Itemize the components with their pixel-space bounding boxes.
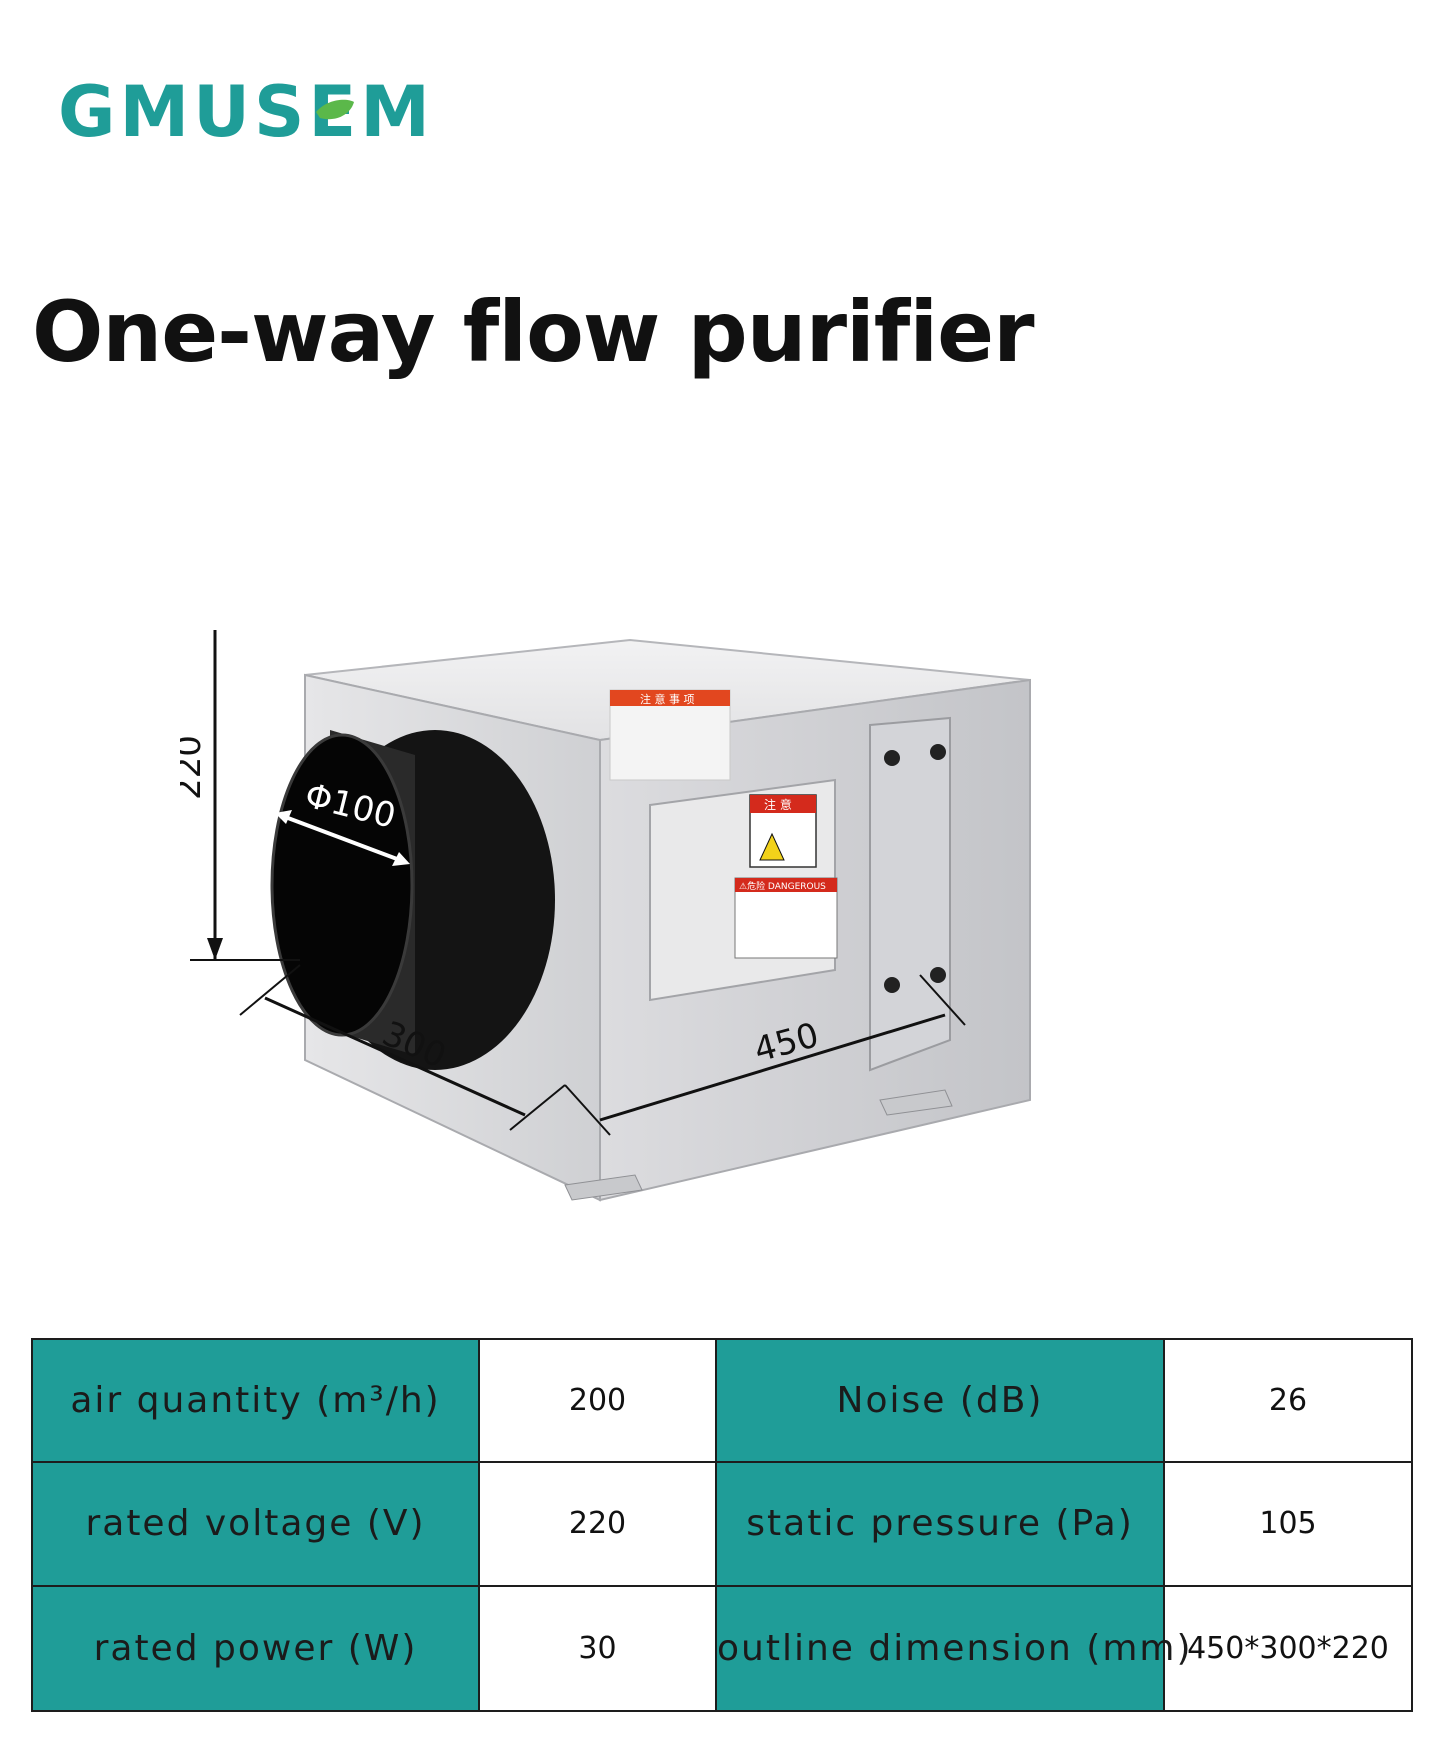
spec-value: 30 (478, 1585, 717, 1712)
danger-label-text: ⚠危险 DANGEROUS (739, 880, 826, 892)
spec-label: rated power (W) (31, 1585, 480, 1712)
leaf-icon (316, 99, 354, 120)
diameter-arrowhead-left (275, 810, 292, 824)
table-row: air quantity (m³/h) 200 Noise (dB) 26 (31, 1338, 1413, 1463)
diameter-arrowhead-right (392, 852, 410, 866)
height-label: 220 (180, 735, 209, 800)
product-diagram: Φ100 注 意 事 项 注 意 ⚠危险 DANGEROUS 220 300 4… (180, 630, 1031, 1202)
panel-knob-icon (930, 744, 946, 760)
width-dim-tick-right (919, 974, 966, 1026)
spec-label: air quantity (m³/h) (31, 1338, 480, 1463)
depth-dim-tick-left (239, 964, 301, 1016)
spec-value: 450*300*220 (1163, 1585, 1413, 1712)
panel-knob-icon (930, 967, 946, 983)
spec-value: 200 (478, 1338, 717, 1463)
spec-table: air quantity (m³/h) 200 Noise (dB) 26 ra… (31, 1338, 1413, 1712)
panel-knob-icon (884, 977, 900, 993)
notice-label-header (750, 795, 816, 813)
height-arrowhead-bottom (207, 938, 223, 960)
spec-label: outline dimension (mm) (715, 1585, 1191, 1712)
caution-sticker-header (610, 690, 730, 706)
spec-label: Noise (dB) (715, 1338, 1165, 1463)
mounting-foot (879, 1089, 953, 1116)
danger-label-header (735, 878, 837, 892)
table-row: rated power (W) 30 outline dimension (mm… (31, 1585, 1413, 1712)
brand-logo-text: GMUSEM (58, 78, 434, 148)
panel-knob-icon (884, 750, 900, 766)
width-dimension-line (599, 1013, 946, 1122)
warning-icon (759, 832, 785, 861)
mounting-foot (564, 1174, 643, 1201)
spec-value: 220 (478, 1460, 717, 1588)
diameter-arrow (279, 813, 406, 864)
caution-sticker-title: 注 意 事 项 (640, 692, 695, 706)
depth-dimension-line (264, 996, 526, 1117)
depth-dim-tick-right (509, 1084, 566, 1131)
spec-value: 105 (1163, 1460, 1413, 1588)
width-dim-tick-left (564, 1084, 611, 1136)
spec-value: 26 (1163, 1338, 1413, 1463)
spec-label: static pressure (Pa) (715, 1460, 1165, 1588)
brand-logo: GMUSEM (58, 78, 434, 148)
duct-opening (270, 733, 414, 1037)
table-row: rated voltage (V) 220 static pressure (P… (31, 1460, 1413, 1588)
page-title: One-way flow purifier (32, 283, 1035, 381)
spec-label: rated voltage (V) (31, 1460, 480, 1588)
notice-label-text: 注 意 (764, 797, 792, 812)
